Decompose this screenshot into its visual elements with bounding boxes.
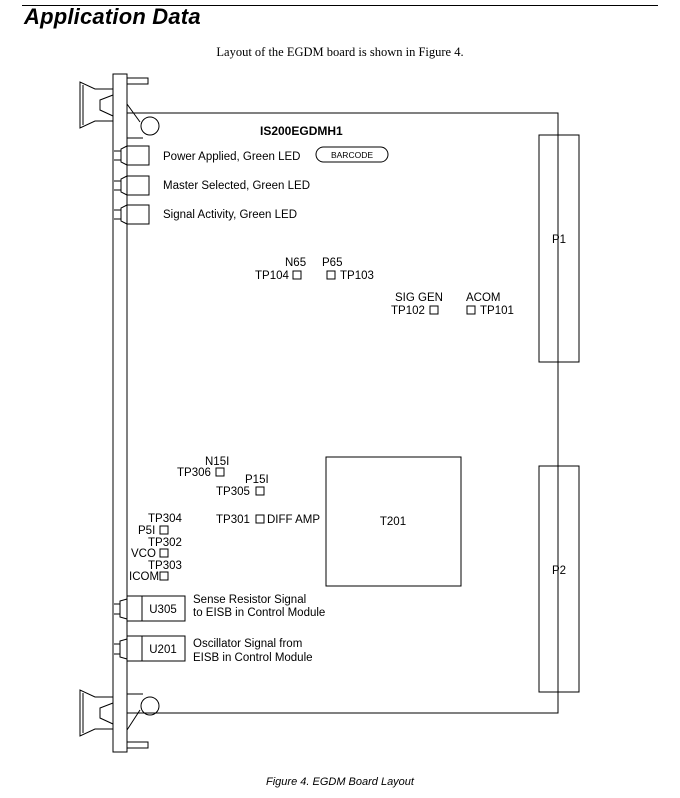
tp305-label: TP305 — [216, 486, 250, 498]
u305-desc-line2: to EISB in Control Module — [193, 607, 325, 619]
t201-label: T201 — [380, 516, 406, 528]
led-master — [114, 175, 150, 196]
led-signal — [114, 204, 150, 225]
diff-amp-label: DIFF AMP — [267, 514, 320, 526]
tp302-marker — [159, 548, 169, 558]
led-label-power: Power Applied, Green LED — [163, 151, 300, 163]
barcode-label-frame — [315, 146, 389, 163]
figure-caption: Figure 4. EGDM Board Layout — [266, 776, 414, 788]
led-power — [114, 145, 150, 166]
connector-p1 — [538, 134, 580, 363]
tp305-marker — [255, 486, 265, 496]
part-number: IS200EGDMH1 — [260, 124, 343, 138]
icom-label: ICOM — [129, 571, 159, 583]
p5i-label: P5I — [138, 525, 155, 537]
header-rule — [22, 5, 658, 6]
tp301-marker — [255, 514, 265, 524]
page-title: Application Data — [24, 4, 201, 29]
bottom-ejector-handle — [79, 689, 160, 749]
intro-text: Layout of the EGDM board is shown in Fig… — [216, 45, 464, 59]
tp306-marker — [215, 467, 225, 477]
connector-p2 — [538, 465, 580, 693]
vco-label: VCO — [131, 548, 156, 560]
tp102-marker — [429, 305, 439, 315]
tp303-marker — [159, 571, 169, 581]
p1-label: P1 — [552, 234, 566, 246]
tp303-label: TP303 — [148, 560, 182, 572]
p2-label: P2 — [552, 565, 566, 577]
u305-desc-line1: Sense Resistor Signal — [193, 594, 306, 606]
n15i-label: N15I — [205, 456, 229, 468]
board-outline — [127, 112, 559, 714]
u201-label: U201 — [149, 644, 177, 656]
sig-gen-label: SIG GEN — [395, 292, 443, 304]
tp103-label: TP103 — [340, 270, 374, 282]
led-label-signal: Signal Activity, Green LED — [163, 209, 297, 221]
p65-label: P65 — [322, 257, 342, 269]
tp306-label: TP306 — [177, 467, 211, 479]
u201-connector — [114, 635, 186, 662]
u201-desc-line1: Oscillator Signal from — [193, 638, 302, 650]
tp103-marker — [326, 270, 336, 280]
u305-connector — [114, 595, 186, 622]
tp102-label: TP102 — [391, 305, 425, 317]
faceplate — [112, 73, 128, 753]
acom-label: ACOM — [466, 292, 501, 304]
u305-label: U305 — [149, 604, 177, 616]
p15i-label: P15I — [245, 474, 269, 486]
tp304-marker — [159, 525, 169, 535]
top-ejector-handle — [79, 77, 160, 139]
tp104-marker — [292, 270, 302, 280]
barcode-label: BARCODE — [331, 150, 373, 160]
tp104-label: TP104 — [255, 270, 289, 282]
n65-label: N65 — [285, 257, 306, 269]
tp302-label: TP302 — [148, 537, 182, 549]
transformer-t201 — [325, 456, 462, 587]
tp101-label: TP101 — [480, 305, 514, 317]
tp101-marker — [466, 305, 476, 315]
tp301-label: TP301 — [216, 514, 250, 526]
led-label-master: Master Selected, Green LED — [163, 180, 310, 192]
u201-desc-line2: EISB in Control Module — [193, 652, 313, 664]
tp304-label: TP304 — [148, 513, 182, 525]
